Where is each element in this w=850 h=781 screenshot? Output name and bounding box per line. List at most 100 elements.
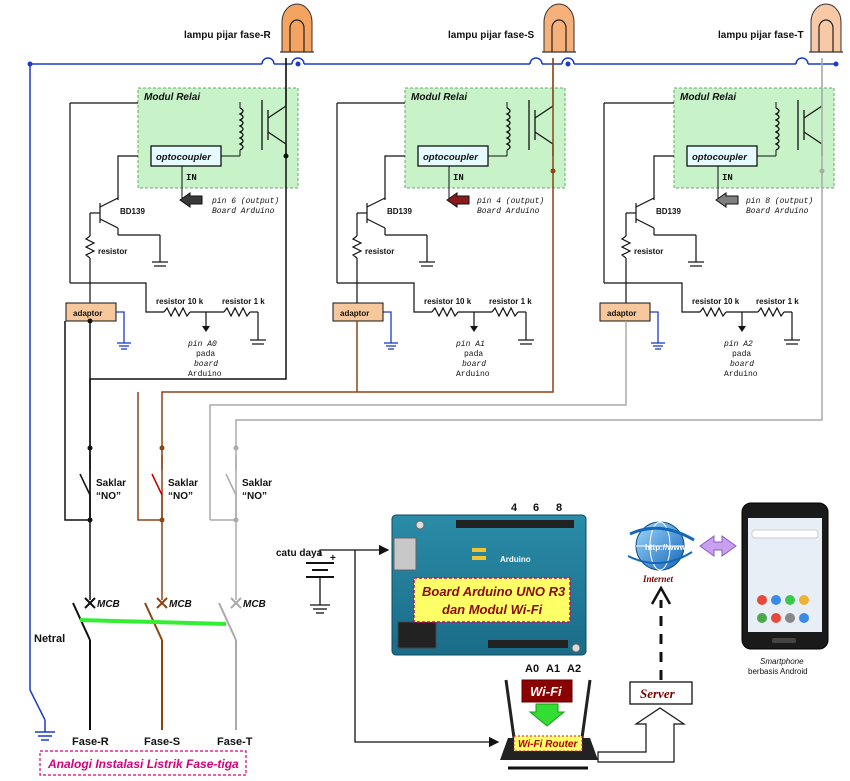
divider-2 [385,282,534,345]
neutral-node-2 [295,61,301,67]
neutral-node-4 [833,61,839,67]
minus-label: - [330,572,333,583]
lamp-r [280,3,314,53]
pin-bottom-a0: A0 [525,663,539,675]
pin-output-2: pin 4 (output) [476,197,544,206]
switch-3-type: “NO” [242,491,267,502]
mcb [72,597,242,730]
pin-top-4: 4 [511,502,518,514]
switch-2-type: “NO” [168,491,193,502]
lamp-s-label: lampu pijar fase-S [448,30,534,41]
adaptor-3-ground [650,311,665,350]
a2-arduino: Arduino [724,370,758,379]
optocoupler-3-label: optocoupler [692,152,748,163]
bd139-3-label: BD139 [656,207,681,216]
optocoupler-1-label: optocoupler [156,152,212,163]
internet-label: Internet [642,574,674,584]
divider-3 [654,282,800,345]
pin-board-2: Board Arduino [477,207,540,216]
resistor-2-label: resistor [365,247,394,256]
neutral-node-1 [27,61,33,67]
relay-module-1-title: Modul Relai [144,92,200,103]
phase-r-label: Fase-R [72,736,109,748]
lamp-t [809,3,843,53]
relay-module-3 [673,58,835,200]
pin-board-1: Board Arduino [212,207,275,216]
divider-1 [118,282,266,345]
neutral-node-3 [565,61,571,67]
resistor-3-label: resistor [634,247,663,256]
smartphone-icon [741,502,829,650]
relay-module-2 [404,58,566,200]
r10k-1-label: resistor 10 k [156,297,204,306]
transistor-circuit-1 [69,102,168,303]
neutral-wire [29,57,836,721]
catu-daya-label: catu daya [276,548,323,559]
bd139-2-label: BD139 [387,207,412,216]
in-2-label: IN [453,173,464,183]
smartphone-sublabel: berbasis Android [748,667,808,676]
r10k-2-label: resistor 10 k [424,297,472,306]
phase-t-wire [209,58,823,600]
plus-label: + [330,553,336,564]
relay-module-2-title: Modul Relai [411,92,467,103]
wifi-label: Wi-Fi [530,684,562,699]
mcb-label-r: MCB [97,599,120,610]
pin-arrow-3 [715,192,739,208]
a2-board: board [730,360,754,369]
pin-bottom-a1: A1 [546,663,560,675]
adaptor-2-label: adaptor [340,309,369,318]
switch-2 [151,448,163,520]
transistor-circuit-2 [336,102,435,303]
in-3-label: IN [722,173,733,183]
router-to-server-arrow [597,707,686,763]
r1k-1-label: resistor 1 k [222,297,265,306]
mcb-label-s: MCB [169,599,192,610]
a2-pin: pin A2 [723,340,753,349]
http-label: http://www [645,543,687,552]
switch-1 [79,448,91,520]
internet-globe-icon [627,521,695,571]
server-label: Server [640,686,676,701]
pin-top-6: 6 [533,502,539,514]
title-box [39,750,247,776]
switch-1-label: Saklar [96,478,126,489]
phase-t-label: Fase-T [217,736,253,748]
mcb-label-t: MCB [243,599,266,610]
a1-pada: pada [464,350,483,359]
a2-pada: pada [732,350,751,359]
pin-arrow-2 [446,192,470,208]
phase-s-label: Fase-S [144,736,180,748]
pin-output-1: pin 6 (output) [211,197,279,206]
netral-label: Netral [34,633,65,645]
pin-top-8: 8 [556,502,562,514]
arduino-board [391,514,587,656]
sync-arrow-icon [699,535,737,557]
a0-board: board [194,360,218,369]
adaptor-1-node [87,318,93,324]
adaptor-1-ground [116,311,131,350]
adaptor-3-label: adaptor [607,309,636,318]
wifi-router [500,679,598,770]
a1-board: board [462,360,486,369]
server-box [629,681,693,705]
smartphone-label: Smartphone [760,657,804,666]
lamp-t-label: lampu pijar fase-T [718,30,804,41]
a0-pin: pin A0 [187,340,217,349]
relay-1-node [283,153,289,159]
optocoupler-2-label: optocoupler [423,152,479,163]
a2-arrow [738,326,746,332]
phase-s-wire [137,58,554,600]
a0-arrow [202,326,210,332]
switch-2-label: Saklar [168,478,198,489]
pin-bottom-a2: A2 [567,663,581,675]
neutral-ground-symbol [35,720,55,741]
power-supply [306,544,500,748]
adaptor-2-ground [383,311,398,350]
r1k-3-label: resistor 1 k [756,297,799,306]
internet-arrow-head [650,585,672,605]
relay-module-1 [137,58,299,200]
arduino-brand: Arduino [500,555,531,564]
relay-3-node [819,168,825,174]
